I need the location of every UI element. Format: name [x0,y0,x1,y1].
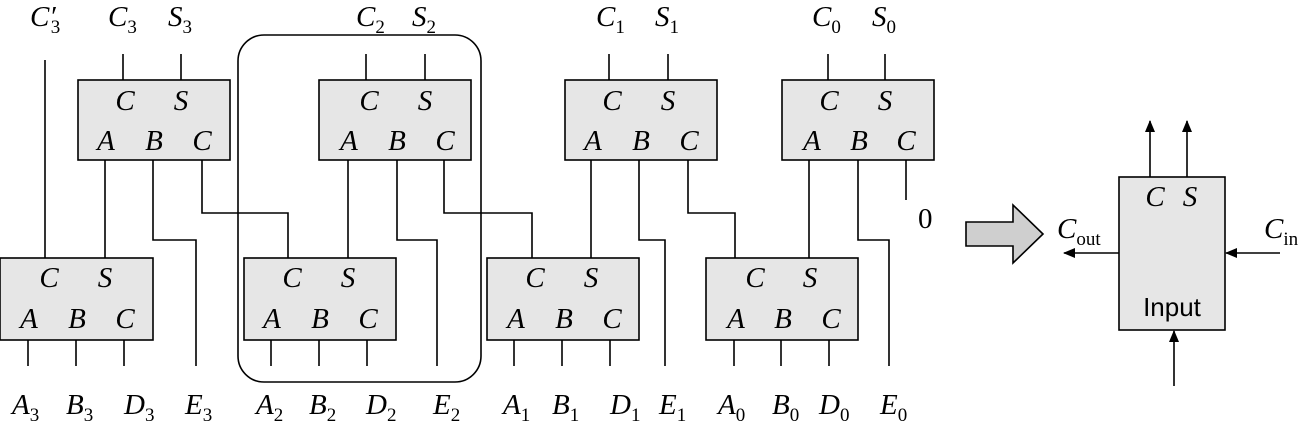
port-c-out: C [602,85,622,117]
port-a-in: A [18,303,38,335]
port-a-in: A [261,303,281,335]
port-c-in: C [602,303,622,335]
port-a-in: A [338,125,358,157]
block-port-s: S [1183,181,1198,213]
label-d1: D1 [609,389,640,422]
port-b-in: B [774,303,792,335]
full-adder-bottom-1: C S A B C [486,257,640,341]
port-a-in: A [95,125,115,157]
port-s-out: S [803,262,818,294]
label-c2: C2 [356,1,385,38]
full-adder-top-2: C S A B C [318,79,472,161]
port-c-out: C [745,262,765,294]
cout-label: Cout [1057,213,1101,250]
port-c-out: C [819,85,839,117]
port-c-in: C [192,125,212,157]
port-c-in: C [679,125,699,157]
full-adder-bottom-0: C S A B C [705,257,859,341]
block-input-label: Input [1143,292,1202,322]
port-s-out: S [418,85,433,117]
label-e1: E1 [658,389,686,422]
label-a2: A2 [254,389,283,422]
port-c-out: C [525,262,545,294]
label-e2: E2 [432,389,460,422]
full-adder-top-1: C S A B C [564,79,718,161]
port-s-out: S [878,85,893,117]
port-b-in: B [68,303,86,335]
port-c-in: C [896,125,916,157]
port-a-in: A [801,125,821,157]
port-c-in: C [358,303,378,335]
port-b-in: B [311,303,329,335]
port-c-in: C [821,303,841,335]
bit-slice-outline [237,34,482,383]
port-c-in: C [435,125,455,157]
label-s0: S0 [872,1,896,38]
port-c-out: C [282,262,302,294]
port-b-in: B [632,125,650,157]
port-c-out: C [39,262,59,294]
label-a1: A1 [501,389,530,422]
label-d3: D3 [123,389,154,422]
label-c1: C1 [596,1,625,38]
label-b1: B1 [552,389,579,422]
label-e0: E0 [879,389,907,422]
bottom-input-labels: A3 B3 D3 E3 A2 B2 D2 E2 A1 B1 D1 E1 A0 B… [10,389,907,422]
port-b-in: B [145,125,163,157]
label-s3: S3 [168,1,192,38]
full-adder-top-0: C S A B C [781,79,935,161]
wires [27,54,907,366]
block-port-c: C [1145,181,1165,213]
port-a-in: A [725,303,745,335]
port-b-in: B [850,125,868,157]
port-s-out: S [98,262,113,294]
label-c0: C0 [812,1,841,38]
label-a0: A0 [716,389,745,422]
port-b-in: B [555,303,573,335]
label-b3: B3 [66,389,93,422]
label-c3: C3 [108,1,137,38]
right-arrow-icon [965,203,1045,265]
label-c3-prime: C′3 [30,1,60,38]
cin-label: Cin [1264,213,1299,250]
label-b2: B2 [309,389,336,422]
port-c-in: C [115,303,135,335]
port-c-out: C [359,85,379,117]
full-adder-bottom-2: C S A B C [243,257,397,341]
top-output-labels: C′3 C3 S3 C2 S2 C1 S1 C0 S0 [30,1,896,38]
port-a-in: A [505,303,525,335]
label-b0: B0 [772,389,799,422]
label-a3: A3 [10,389,39,422]
abstract-slice-block: C S Input Cout Cin [1057,120,1299,386]
port-s-out: S [584,262,599,294]
full-adder-bottom-3: C S A B C [0,257,154,341]
label-d0: D0 [818,389,849,422]
port-c-out: C [115,85,135,117]
port-s-out: S [661,85,676,117]
port-a-in: A [582,125,602,157]
full-adder-top-3: C S A B C [77,79,231,161]
port-b-in: B [388,125,406,157]
label-e3: E3 [184,389,212,422]
slice-block-body [1118,176,1226,331]
label-d2: D2 [365,389,396,422]
port-s-out: S [341,262,356,294]
carry-in-zero: 0 [918,203,933,235]
label-s2: S2 [412,1,436,38]
port-s-out: S [174,85,189,117]
label-s1: S1 [655,1,679,38]
